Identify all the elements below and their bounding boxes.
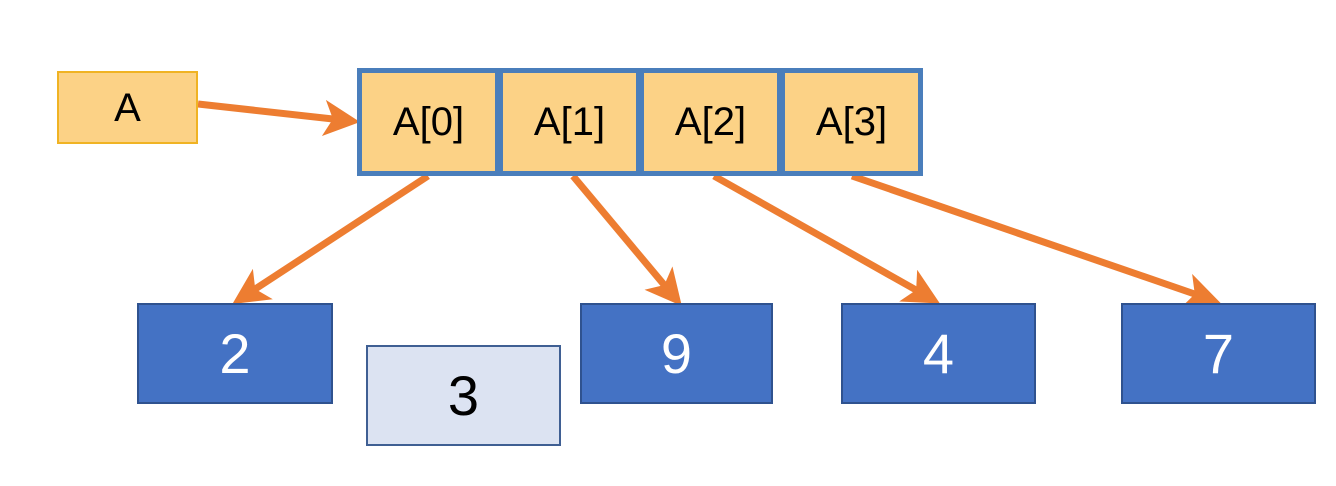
arrow-cell0-to-value [232, 173, 430, 304]
value-box-7-label: 7 [1202, 321, 1235, 385]
array-cell-3: A[3] [781, 73, 918, 171]
arrow-cell2-to-value [712, 172, 940, 304]
pointer-variable-label: A [114, 85, 141, 130]
array-cell-3-label: A[3] [815, 99, 888, 144]
value-box-3-label: 3 [447, 363, 480, 427]
value-box-2-label: 2 [219, 321, 251, 385]
pointer-variable-box: A [57, 71, 198, 144]
array-cell-2-label: A[2] [674, 99, 747, 144]
arrow-cell3-to-value [850, 172, 1221, 309]
value-box-7: 7 [1121, 303, 1316, 404]
value-box-4-label: 4 [922, 321, 955, 385]
array-cell-1-label: A[1] [533, 99, 606, 144]
array-container: A[0] A[1] A[2] A[3] [357, 68, 923, 176]
arrow-variable-to-array [197, 99, 361, 137]
value-box-4: 4 [841, 303, 1036, 404]
value-box-9-label: 9 [660, 321, 693, 385]
arrow-cell1-to-value [570, 173, 682, 306]
value-box-2: 2 [137, 303, 333, 404]
array-cell-1: A[1] [499, 73, 640, 171]
array-cell-2: A[2] [640, 73, 781, 171]
array-cell-0-label: A[0] [392, 99, 465, 144]
value-box-9: 9 [580, 303, 773, 404]
value-box-3: 3 [366, 345, 561, 446]
array-cell-0: A[0] [362, 73, 499, 171]
